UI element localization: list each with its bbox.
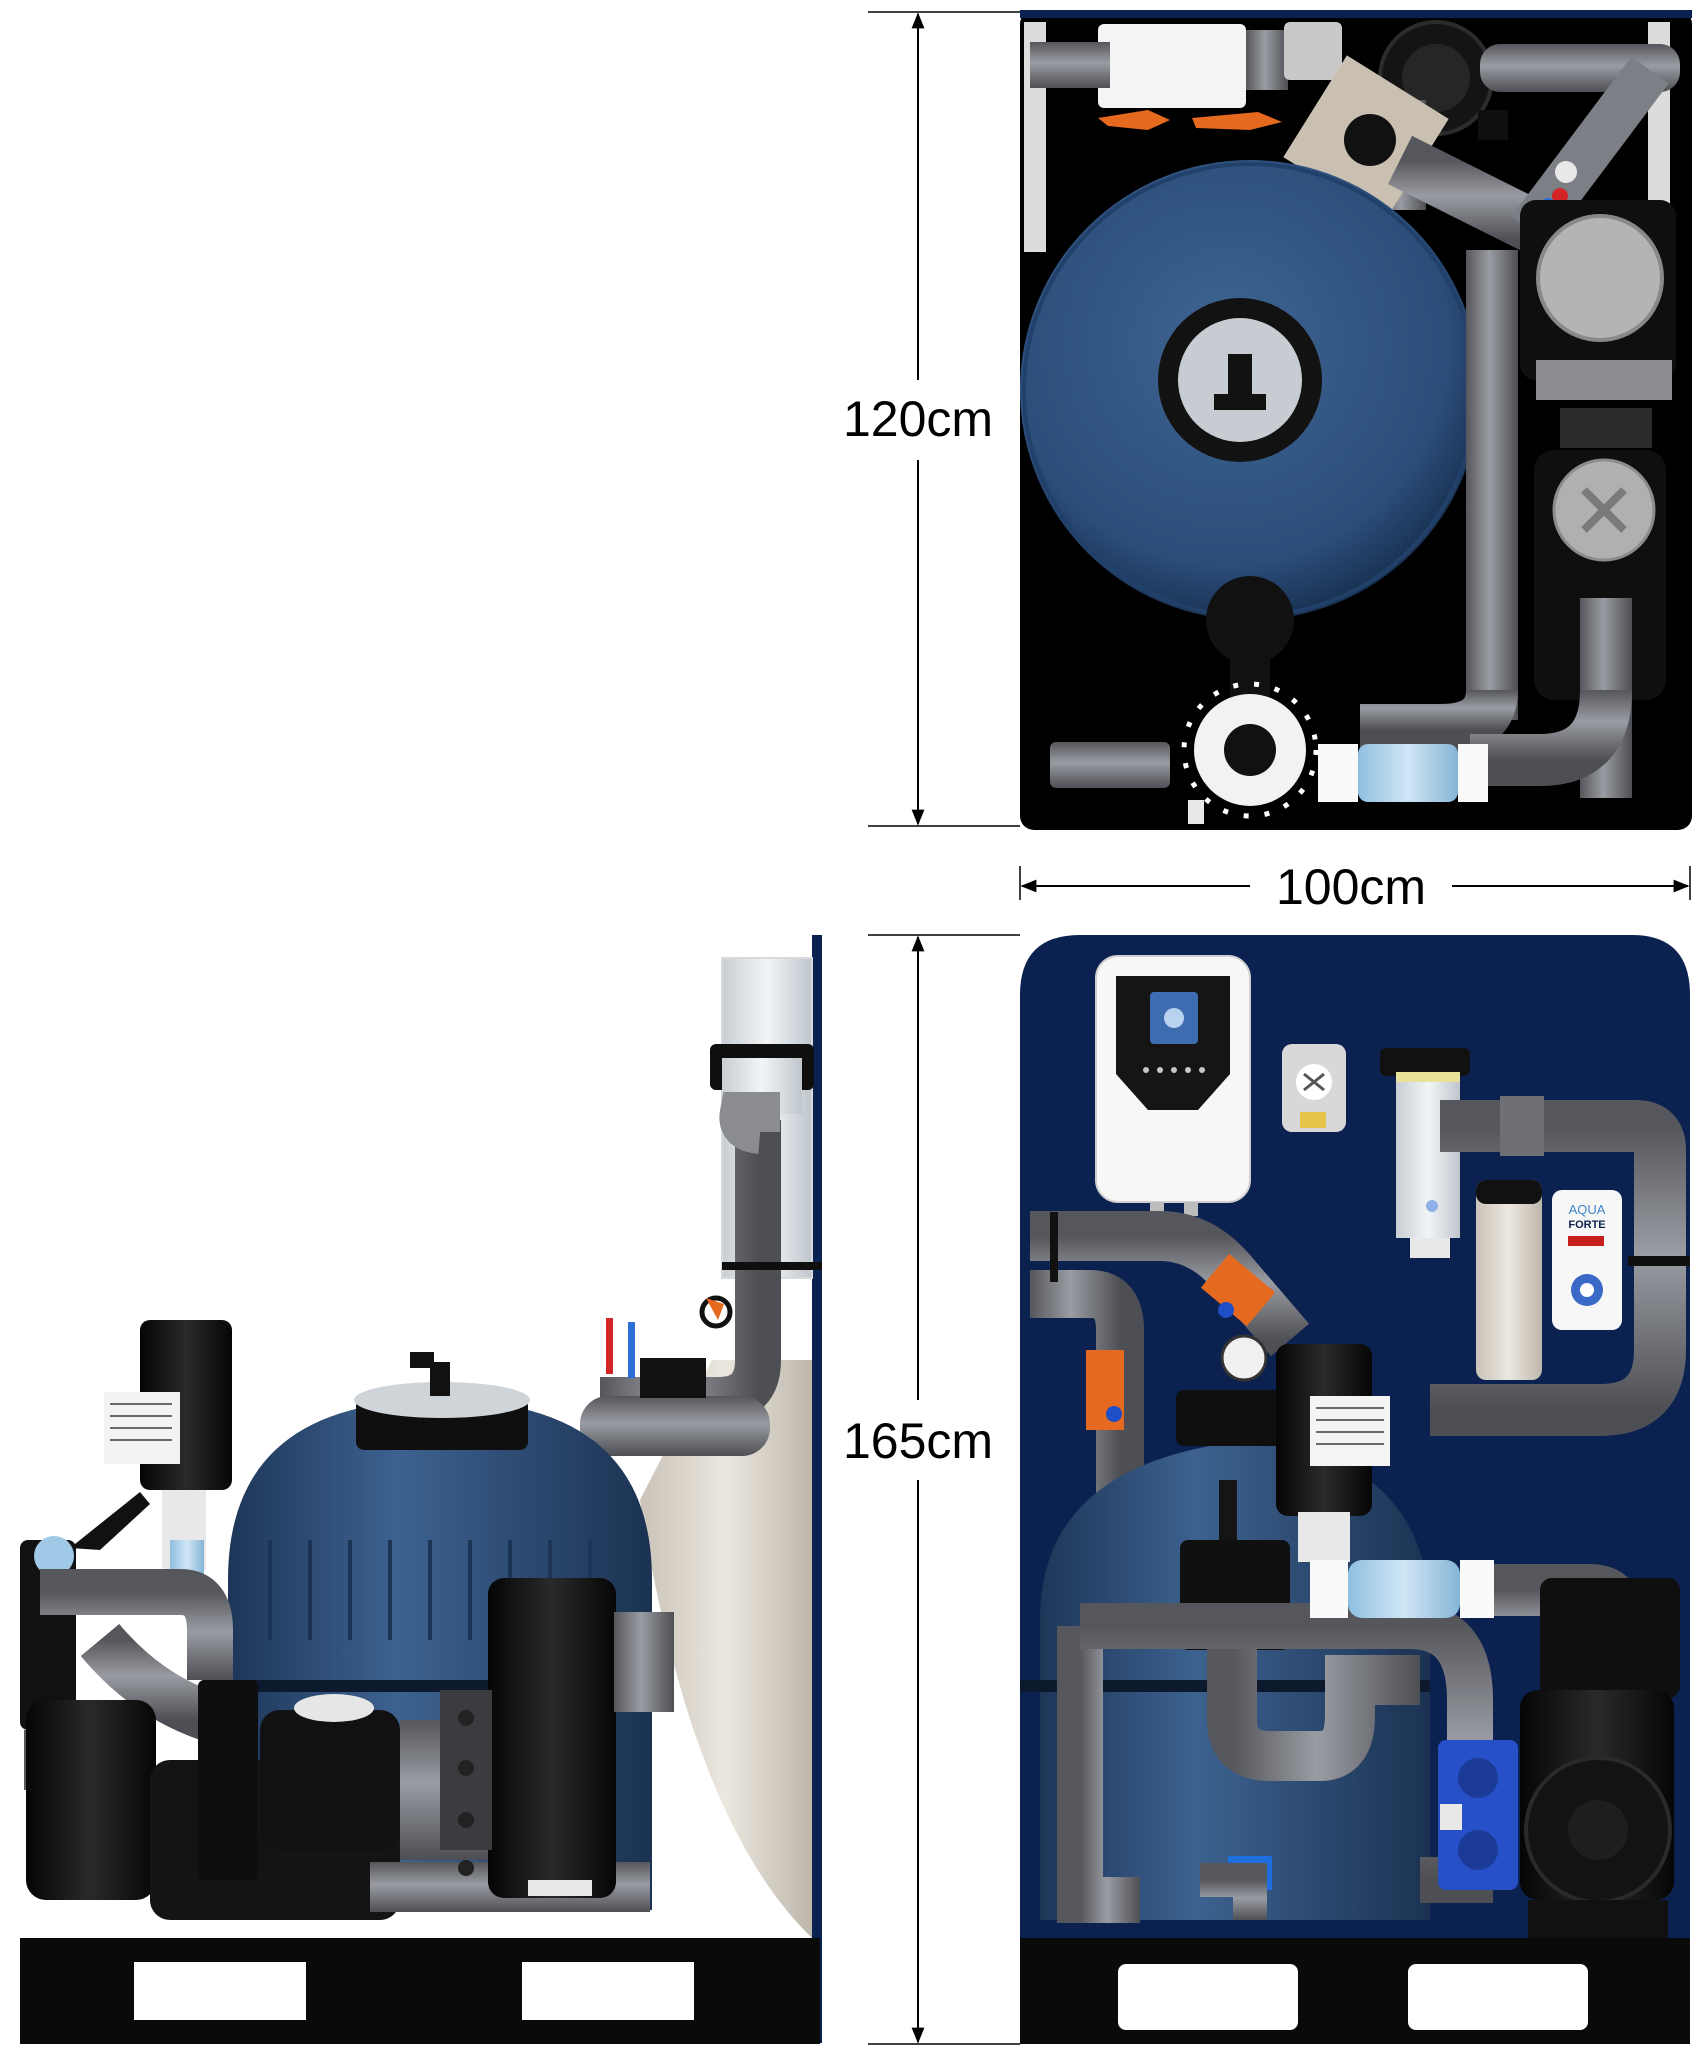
chlorinator-cell-front [1396,1072,1460,1238]
top-view [1020,10,1692,830]
height-dimension-label: 165cm [843,1413,993,1469]
orange-valve-handle-icon [1098,110,1170,130]
pump-motor-side [26,1700,156,1900]
dimension-annotations: 120cm 100cm 165cm [843,11,1691,2045]
depth-dimension-label: 120cm [843,391,993,447]
pressure-gauge [1220,1334,1268,1382]
aquaforte-brand-line2: FORTE [1568,1219,1605,1231]
orange-valve-handle-icon [1192,112,1282,130]
orange-valve-handle-icon [706,1298,724,1320]
salt-cartridge [1476,1180,1542,1380]
prefilter-lid [1536,214,1664,342]
electrical-sockets [1438,1740,1518,1890]
dosing-pump-top [1284,22,1342,80]
prefilter-side [488,1578,616,1898]
light-blue-union-front [1348,1560,1460,1618]
light-blue-fitting [1358,744,1458,802]
chlorinator-top [1098,24,1246,108]
side-view [20,935,822,2044]
front-view: AQUA FORTE [1020,935,1690,2044]
beige-cartridge-side [640,1360,812,1938]
aquaforte-unit [1552,1190,1622,1330]
width-dimension-label: 100cm [1276,859,1426,915]
aquaforte-brand-line1: AQUA [1569,1202,1606,1217]
orange-ball-valve [1200,1253,1276,1327]
gauge-top [1206,576,1294,664]
